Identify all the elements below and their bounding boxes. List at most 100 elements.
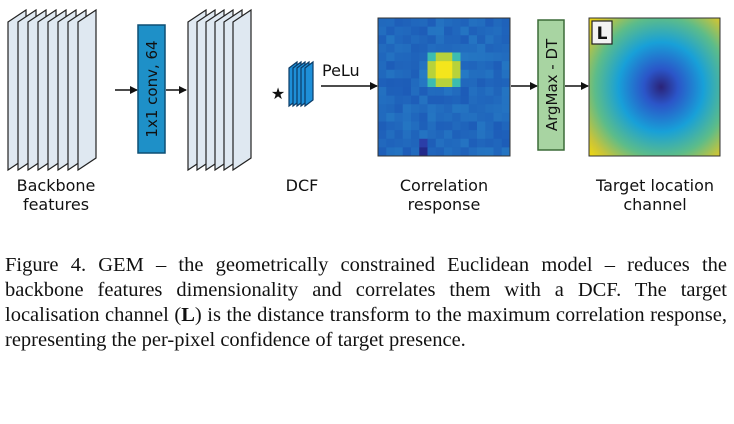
heatmap-cell <box>394 95 404 105</box>
heatmap-cell <box>411 35 420 45</box>
heatmap-cell <box>378 61 387 71</box>
heatmap-cell <box>493 112 503 122</box>
heatmap-cell <box>452 87 461 96</box>
heatmap-cell <box>460 95 470 105</box>
correlation-response-heatmap <box>377 17 511 157</box>
heatmap-cell <box>435 52 445 62</box>
heatmap-cell <box>378 87 387 96</box>
heatmap-cell <box>435 78 445 88</box>
heatmap-cell <box>452 61 461 71</box>
heatmap-cell <box>444 43 453 53</box>
heatmap-cell <box>477 18 486 27</box>
heatmap-cell <box>394 78 404 88</box>
heatmap-cell <box>501 43 511 53</box>
heatmap-cell <box>493 130 503 140</box>
caption-part1: Figure 4. GEM – the geometrically constr… <box>5 254 727 326</box>
dcf-sheet <box>304 60 314 108</box>
heatmap-cell <box>411 61 420 71</box>
l-badge <box>591 20 613 45</box>
heatmap-cell <box>485 104 494 114</box>
heatmap-cell <box>468 78 478 88</box>
heatmap-cell <box>452 95 461 105</box>
heatmap-cell <box>501 130 511 140</box>
heatmap-cell <box>493 43 503 53</box>
heatmap-cell <box>477 147 486 157</box>
heatmap-cell <box>493 35 503 45</box>
heatmap-cell <box>419 35 428 45</box>
heatmap-cell <box>386 121 395 131</box>
heatmap-cell <box>444 78 453 88</box>
heatmap-cell <box>394 138 404 148</box>
heatmap-cell <box>468 26 478 36</box>
heatmap-cell <box>493 95 503 105</box>
heatmap-cell <box>485 147 494 157</box>
heatmap-cell <box>394 35 404 45</box>
heatmap-cell <box>427 121 437 131</box>
backbone-label-line1: Backbone <box>17 176 96 195</box>
heatmap-cell <box>394 43 404 53</box>
heatmap-cell <box>402 61 412 71</box>
heatmap-cell <box>394 104 404 114</box>
heatmap-cell <box>427 112 437 122</box>
heatmap-cell <box>411 18 420 27</box>
heatmap-cell <box>468 95 478 105</box>
heatmap-cell <box>452 121 461 131</box>
heatmap-cell <box>460 104 470 114</box>
heatmap-cell <box>452 43 461 53</box>
heatmap-cell <box>493 104 503 114</box>
target-label-line2: channel <box>623 195 686 214</box>
heatmap-cell <box>460 87 470 96</box>
heatmap-cell <box>427 26 437 36</box>
correlation-label-line1: Correlation <box>400 176 488 195</box>
heatmap-cell <box>419 18 428 27</box>
heatmap-cell <box>411 104 420 114</box>
heatmap-cell <box>468 138 478 148</box>
heatmap-cell <box>460 78 470 88</box>
backbone-label-line2: features <box>23 195 89 214</box>
heatmap-cell <box>427 138 437 148</box>
heatmap-cell <box>468 52 478 62</box>
feature-sheet <box>77 8 97 172</box>
heatmap-cell <box>427 87 437 96</box>
caption-bold-l: L <box>181 304 195 326</box>
heatmap-cell <box>386 78 395 88</box>
heatmap-cell <box>444 69 453 79</box>
heatmap-cell <box>378 138 387 148</box>
heatmap-cell <box>444 35 453 45</box>
heatmap-cell <box>501 147 511 157</box>
heatmap-cell <box>394 52 404 62</box>
heatmap-cell <box>444 52 453 62</box>
heatmap-cell <box>477 26 486 36</box>
heatmap-cell <box>468 87 478 96</box>
heatmap-cell <box>477 112 486 122</box>
heatmap-cell <box>435 104 445 114</box>
heatmap-cell <box>435 18 445 27</box>
heatmap-cell <box>468 43 478 53</box>
heatmap-cell <box>435 35 445 45</box>
heatmap-cell <box>386 138 395 148</box>
heatmap-cell <box>485 18 494 27</box>
heatmap-cell <box>411 121 420 131</box>
heatmap-cell <box>477 95 486 105</box>
heatmap-cell <box>402 35 412 45</box>
heatmap-cell <box>402 130 412 140</box>
heatmap-cell <box>477 69 486 79</box>
heatmap-cell <box>386 104 395 114</box>
heatmap-cell <box>501 138 511 148</box>
heatmap-cell <box>477 130 486 140</box>
heatmap-cell <box>394 87 404 96</box>
feature-sheet <box>232 8 252 172</box>
heatmap-cell <box>468 121 478 131</box>
heatmap-cell <box>435 130 445 140</box>
heatmap-cell <box>419 61 428 71</box>
heatmap-cell <box>419 147 428 157</box>
heatmap-cell <box>477 138 486 148</box>
heatmap-cell <box>460 52 470 62</box>
heatmap-cell <box>452 138 461 148</box>
correlation-label-line2: response <box>408 195 481 214</box>
heatmap-cell <box>501 35 511 45</box>
heatmap-cell <box>435 112 445 122</box>
heatmap-cell <box>493 61 503 71</box>
heatmap-cell <box>477 35 486 45</box>
heatmap-cell <box>402 87 412 96</box>
